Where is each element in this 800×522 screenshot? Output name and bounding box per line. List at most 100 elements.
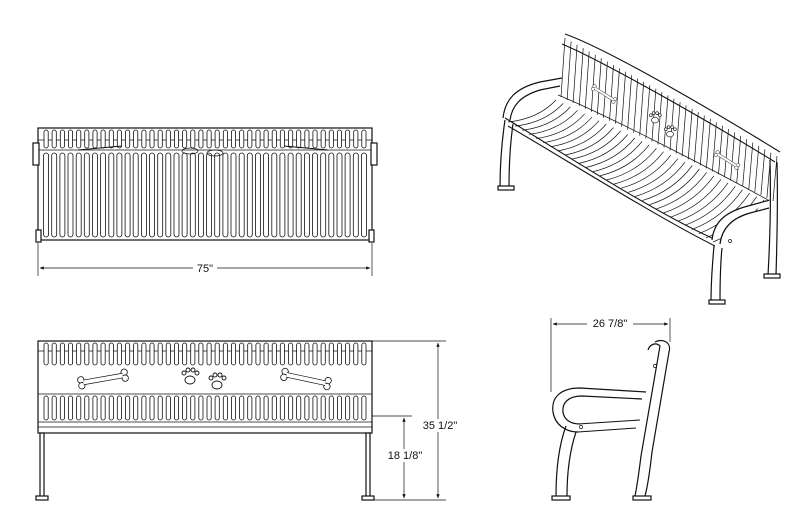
slat xyxy=(108,342,114,366)
slat xyxy=(271,152,278,238)
depth-label: 26 7/8" xyxy=(593,318,628,330)
slat xyxy=(43,152,49,238)
slat xyxy=(263,152,270,238)
paw-print-icon xyxy=(664,125,677,138)
slat xyxy=(645,85,651,139)
slat xyxy=(133,129,139,149)
slat xyxy=(536,113,585,139)
slat xyxy=(239,129,245,149)
slat xyxy=(108,395,114,421)
slat xyxy=(515,103,564,127)
length-label: 75" xyxy=(197,263,213,275)
slat xyxy=(149,129,155,149)
slat xyxy=(599,144,650,177)
slat xyxy=(51,395,57,421)
slat xyxy=(165,395,171,421)
top-view xyxy=(32,127,378,243)
slat xyxy=(239,342,245,366)
slat xyxy=(706,118,711,169)
slat xyxy=(271,342,277,366)
slat xyxy=(772,155,778,202)
slat xyxy=(633,78,639,133)
slat xyxy=(255,395,261,421)
slat xyxy=(198,129,204,149)
slat xyxy=(635,161,686,197)
slat xyxy=(361,129,367,149)
slat xyxy=(670,179,722,218)
slat xyxy=(271,129,277,149)
slat xyxy=(59,152,66,238)
slat xyxy=(328,342,334,366)
slat xyxy=(560,37,566,98)
slat xyxy=(246,152,253,238)
slat xyxy=(75,152,82,238)
slat xyxy=(100,395,106,421)
slat xyxy=(116,342,122,366)
slat xyxy=(125,342,131,366)
length-dimension: 75" xyxy=(37,243,373,276)
slat xyxy=(125,395,131,421)
slat xyxy=(157,152,164,238)
slat xyxy=(140,152,147,238)
slat xyxy=(684,185,736,226)
slat xyxy=(287,152,294,238)
slat xyxy=(51,152,58,238)
slat xyxy=(100,129,106,149)
slat xyxy=(687,108,693,160)
slat xyxy=(43,395,49,421)
slat xyxy=(247,342,253,366)
slat xyxy=(657,91,663,145)
slat xyxy=(295,152,302,238)
slat xyxy=(230,342,236,366)
slat xyxy=(578,48,584,106)
slat xyxy=(68,395,74,421)
slat xyxy=(328,152,335,238)
slat xyxy=(222,342,228,366)
slat xyxy=(312,152,318,238)
slat xyxy=(656,172,707,210)
slat xyxy=(663,175,715,214)
slat xyxy=(263,129,269,149)
slat xyxy=(43,342,49,366)
slat xyxy=(699,115,705,166)
slat xyxy=(84,395,90,421)
front-view xyxy=(35,340,375,501)
side-view xyxy=(551,339,671,501)
slat xyxy=(736,135,742,184)
slat xyxy=(255,129,261,149)
slat xyxy=(507,99,557,123)
slat xyxy=(345,129,351,149)
slat xyxy=(296,395,302,421)
slat xyxy=(627,75,632,130)
slat xyxy=(198,395,204,421)
slat xyxy=(328,395,334,421)
depth-dimension: 26 7/8" xyxy=(550,317,671,392)
slat xyxy=(304,342,310,366)
slat xyxy=(621,71,626,127)
dog-bone-icon xyxy=(590,83,618,105)
slat xyxy=(353,342,359,366)
slat xyxy=(116,152,123,238)
slat xyxy=(239,395,245,421)
dog-bone-icon xyxy=(713,149,741,171)
slat xyxy=(675,102,681,154)
slat xyxy=(669,98,675,151)
slat xyxy=(320,152,327,238)
slat xyxy=(578,134,628,164)
slat xyxy=(206,152,213,238)
slat xyxy=(613,151,664,185)
slat xyxy=(165,152,172,238)
overall-height-label: 35 1/2" xyxy=(423,420,458,432)
slat xyxy=(639,81,645,136)
slat xyxy=(353,395,359,421)
slat xyxy=(206,342,212,366)
slat xyxy=(255,342,261,366)
slat xyxy=(754,145,760,193)
slat xyxy=(76,129,82,149)
slat xyxy=(344,152,351,238)
slat xyxy=(190,129,196,149)
slat xyxy=(92,342,98,366)
slat xyxy=(238,152,245,238)
slat xyxy=(222,152,229,238)
seat-height-label: 18 1/8" xyxy=(388,450,423,462)
